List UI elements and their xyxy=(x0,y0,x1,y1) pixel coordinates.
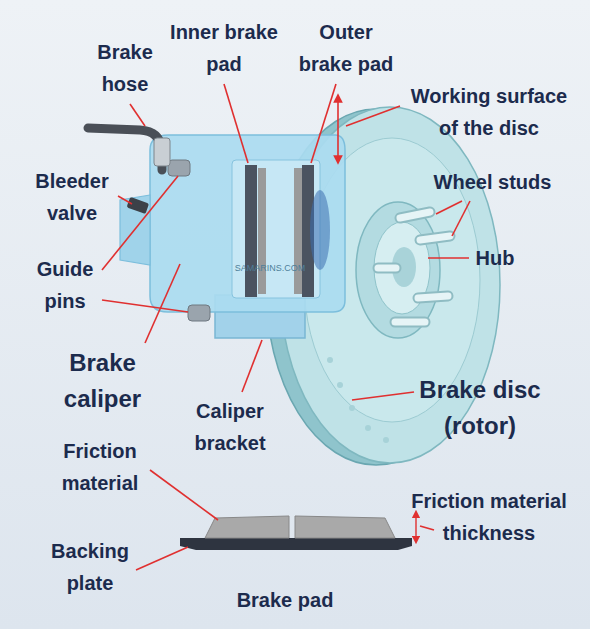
part-label: Friction material thickness xyxy=(400,485,578,549)
part-label: Hub xyxy=(470,242,520,274)
brake-hose xyxy=(88,128,162,170)
part-label: Backing plate xyxy=(42,535,138,599)
dimension-arrow xyxy=(337,98,339,160)
hub xyxy=(356,202,440,338)
part-label: Wheel studs xyxy=(425,166,560,198)
backing-plate xyxy=(180,538,412,550)
part-label: Bleeder valve xyxy=(28,165,116,229)
guide-pin xyxy=(188,305,210,321)
caliper-window xyxy=(232,160,320,298)
part-label: Friction material xyxy=(48,435,152,499)
part-label: Outer brake pad xyxy=(290,16,402,80)
watermark: SAMARINS.COM xyxy=(222,262,318,274)
part-label: Brake hose xyxy=(85,36,165,100)
wheel-studs-highlight xyxy=(378,212,450,322)
piston xyxy=(310,190,330,270)
part-label: Inner brake pad xyxy=(168,16,280,80)
part-title: Brake caliper xyxy=(45,345,160,417)
bleeder-valve xyxy=(127,197,150,214)
part-label: Caliper bracket xyxy=(180,395,280,459)
inner-brake-pad xyxy=(245,165,257,297)
part-label: Guide pins xyxy=(30,253,100,317)
part-label: Working surface of the disc xyxy=(405,80,573,144)
hose-fitting xyxy=(154,138,170,166)
guide-pin xyxy=(168,160,190,176)
part-title: Brake disc (rotor) xyxy=(410,372,550,444)
friction-material xyxy=(295,516,395,538)
pad-friction xyxy=(294,168,302,294)
part-label: Brake pad xyxy=(225,584,345,616)
wheel-studs xyxy=(378,212,450,322)
pad-friction xyxy=(258,168,266,294)
dimension-arrow xyxy=(415,514,416,540)
